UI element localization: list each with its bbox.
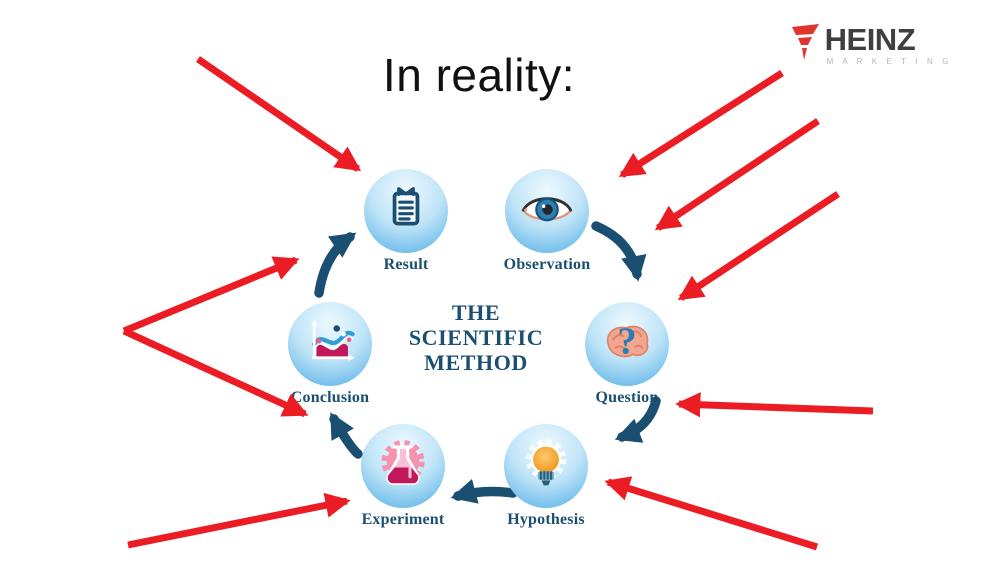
red-arrow-left-upper <box>122 256 300 335</box>
logo-name: HEINZ <box>824 22 916 57</box>
eye-icon <box>520 182 574 241</box>
svg-text:?: ? <box>617 320 636 362</box>
flask-icon-wrap <box>361 424 445 508</box>
node-hypothesis: Hypothesis <box>504 424 588 528</box>
red-arrow-to-hypothesis <box>604 476 819 551</box>
hypothesis-label: Hypothesis <box>507 511 585 528</box>
chart-icon <box>303 315 357 374</box>
red-arrow-to-question-upper <box>677 191 840 301</box>
conclusion-circle <box>288 302 372 386</box>
question-circle: ? <box>585 302 669 386</box>
red-arrow-to-question-side <box>675 392 874 418</box>
red-arrow-to-experiment <box>127 492 351 549</box>
node-experiment: Experiment <box>361 424 445 528</box>
logo-subtitle: M A R K E T I N G <box>826 57 952 66</box>
flask-icon <box>375 436 431 497</box>
clipboard-icon <box>381 184 431 239</box>
conclusion-label: Conclusion <box>290 389 370 406</box>
brain-question-icon: ? <box>599 314 655 375</box>
node-conclusion: Conclusion <box>288 302 372 406</box>
red-arrow-right-middle <box>654 118 820 231</box>
heinz-logo: HEINZ M A R K E T I N G <box>791 24 952 67</box>
node-result: Result <box>364 169 448 273</box>
node-observation: Observation <box>504 169 590 273</box>
diagram-center-title: THE SCIENTIFIC METHOD <box>408 300 544 375</box>
page-title: In reality: <box>382 49 576 101</box>
observation-circle <box>505 169 589 253</box>
result-label: Result <box>383 256 429 273</box>
result-circle <box>364 169 448 253</box>
hypothesis-circle <box>504 424 588 508</box>
lightbulb-icon <box>519 437 573 496</box>
experiment-label: Experiment <box>361 511 445 528</box>
question-label: Question <box>595 389 659 406</box>
funnel-icon <box>791 24 821 67</box>
arrow-experiment-to-conclusion <box>329 412 363 459</box>
node-question: ? Question <box>585 302 669 406</box>
observation-label: Observation <box>503 256 591 273</box>
